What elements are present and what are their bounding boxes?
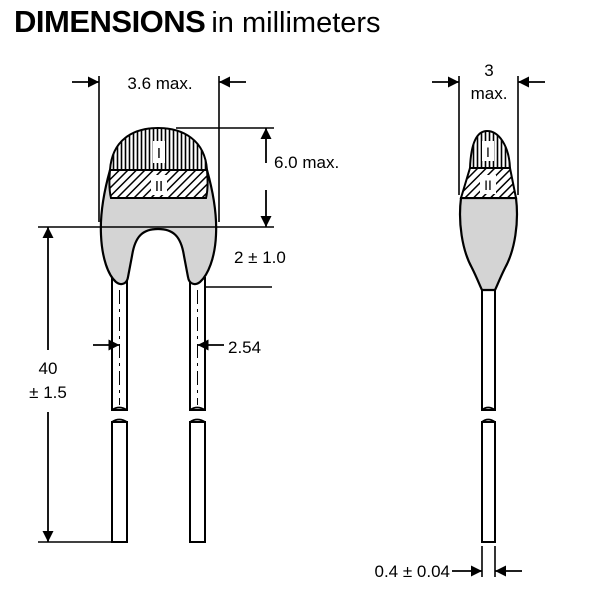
width-label: 3.6 max. (127, 74, 192, 93)
band-mark-lower: II (155, 178, 163, 195)
side-band-mark-lower: II (484, 177, 492, 193)
lead-spacing-label: 2.54 (228, 338, 261, 357)
side-lead-upper (481, 283, 496, 411)
side-view: I II 3 max. 0.4 ± 0.04 (375, 61, 545, 581)
right-lead-lower (189, 421, 206, 543)
left-lead-lower (111, 421, 128, 543)
front-view: I II 3.6 max. 6.0 max. 40 ± 1.5 2 ± 1.0 … (29, 74, 339, 543)
title-bold: DIMENSIONS (14, 4, 206, 39)
side-band-mark-upper: I (486, 144, 490, 160)
seating-label: 2 ± 1.0 (234, 248, 286, 267)
title-regular: in millimeters (211, 7, 381, 39)
lead-diameter-label: 0.4 ± 0.04 (375, 562, 451, 581)
side-lead-lower (481, 421, 496, 543)
lead-length-tolerance: ± 1.5 (29, 383, 67, 402)
height-label: 6.0 max. (274, 153, 339, 172)
lead-length-value: 40 (39, 359, 58, 378)
thickness-value: 3 (484, 61, 493, 80)
band-mark-upper: I (157, 145, 161, 162)
thickness-suffix: max. (471, 84, 508, 103)
side-body (458, 196, 519, 292)
